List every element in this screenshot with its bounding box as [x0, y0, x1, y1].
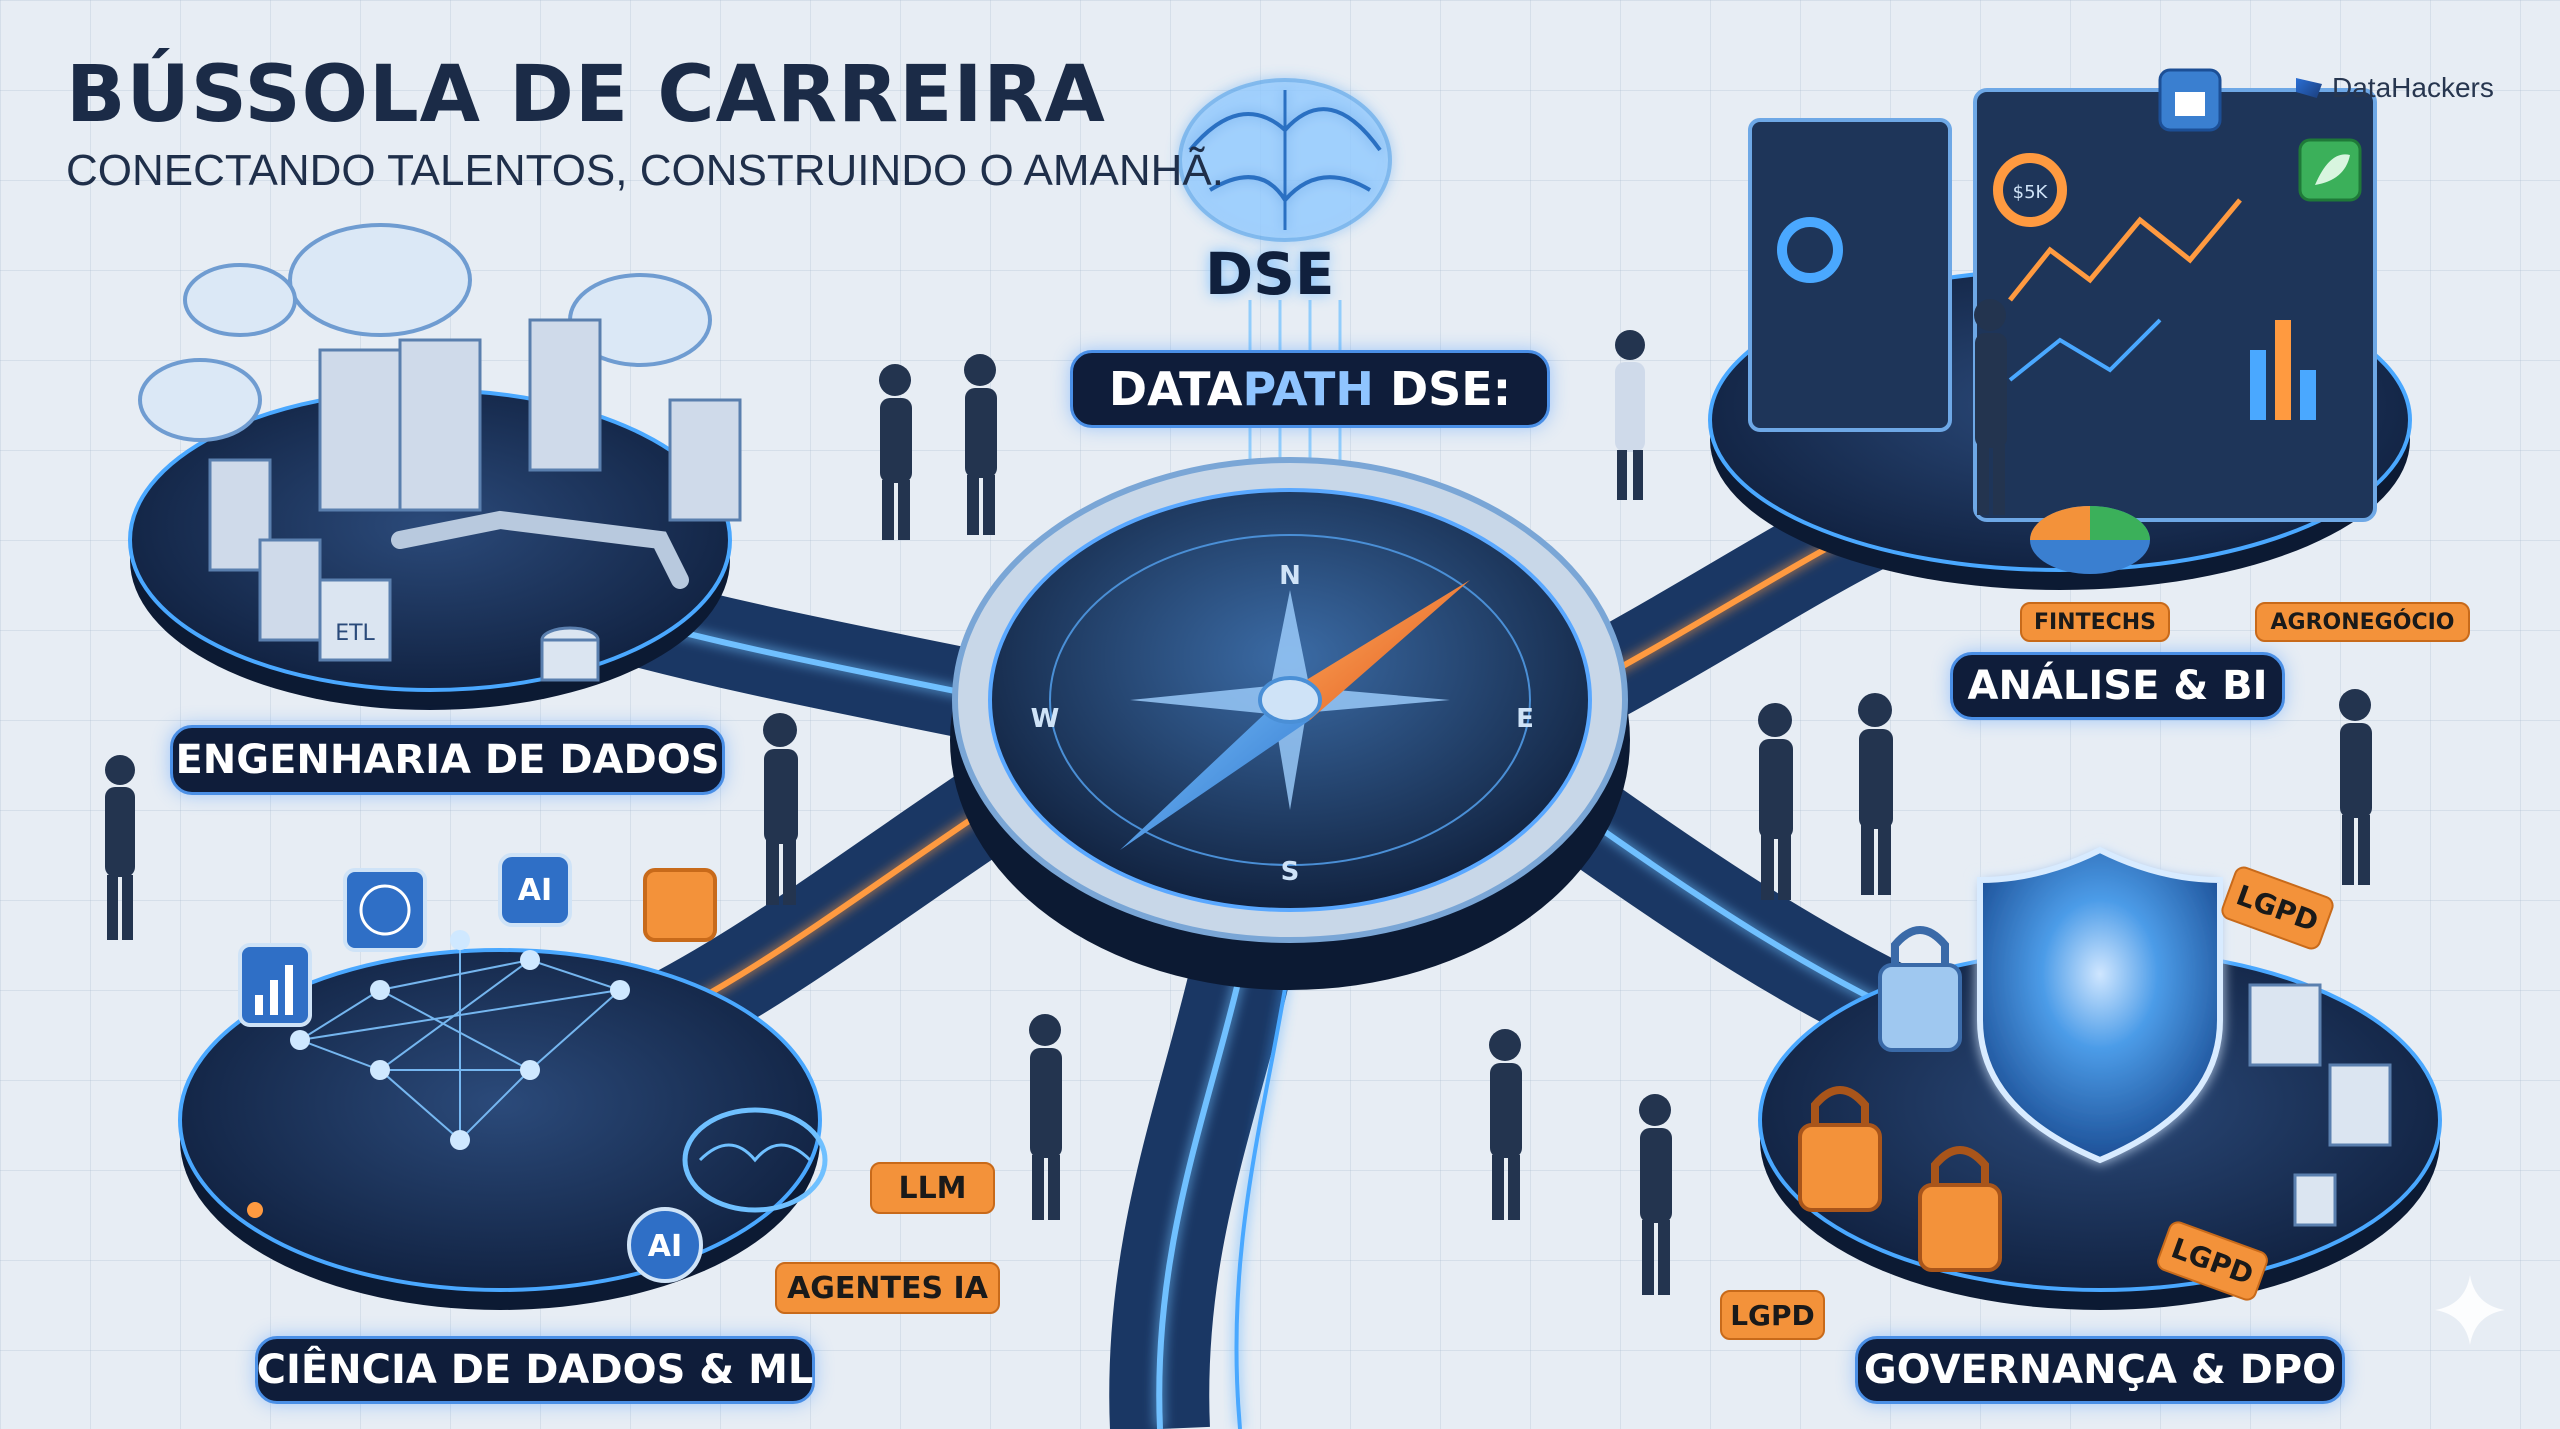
page-subtitle: CONECTANDO TALENTOS, CONSTRUINDO O AMANH…: [66, 146, 1224, 195]
ai-badge-bottom: AI: [627, 1207, 703, 1283]
compass-east: E: [1516, 704, 1534, 734]
hub-label-engineering: ENGENHARIA DE DADOS: [170, 725, 725, 795]
lock-icon: [1798, 926, 2002, 1272]
person: [964, 354, 997, 535]
datapath-accent: PATH: [1242, 362, 1374, 416]
tag-lgpd: LGPD: [1720, 1290, 1825, 1340]
screen-value: $5K: [2013, 182, 2049, 203]
dashboard-screens: $5K: [1748, 88, 2377, 522]
hub-label-governance: GOVERNANÇA & DPO: [1855, 1336, 2345, 1404]
person: [1029, 1014, 1062, 1220]
person: [1639, 1094, 1672, 1295]
person: [1758, 703, 1793, 900]
leaf-icon: [2298, 138, 2362, 202]
tag-agentes-ia: AGENTES IA: [775, 1262, 1000, 1314]
brand-name: DataHackers: [2332, 72, 2494, 103]
people-figures: [105, 299, 2372, 1295]
compass-north: N: [1279, 561, 1301, 591]
compass-south: S: [1281, 857, 1300, 887]
person: [1974, 299, 2007, 515]
person: [1489, 1029, 1522, 1220]
server-racks: ETL: [208, 318, 742, 662]
person: [1858, 693, 1893, 895]
person: [763, 713, 798, 905]
compass-icon: N S E W: [950, 457, 1630, 990]
datapath-prefix: DATA: [1108, 362, 1243, 416]
hub-label-science: CIÊNCIA DE DADOS & ML: [255, 1336, 815, 1404]
brand-logo: DataHackers: [2296, 72, 2494, 104]
ai-badge-top: AI: [498, 853, 572, 927]
dse-badge: DSE: [1205, 240, 1335, 308]
pie-chart-icon: [2030, 506, 2150, 574]
sparkle-icon: [2435, 1275, 2505, 1345]
database-stack: [2248, 983, 2392, 1227]
ai-badge-text: AI: [648, 1229, 682, 1264]
datahackers-logo-icon: [2296, 78, 2322, 98]
page-title: BÚSSOLA DE CARREIRA: [66, 50, 1106, 140]
hub-label-analytics: ANÁLISE & BI: [1950, 652, 2285, 720]
person: [2339, 689, 2372, 885]
map-icon: [643, 868, 717, 942]
person: [105, 755, 135, 940]
pipeline: [391, 510, 689, 589]
globe-icon: [343, 868, 427, 952]
person: [1615, 330, 1645, 500]
shield-icon: [1977, 846, 2223, 1164]
tag-agronegocio: AGRONEGÓCIO: [2255, 602, 2470, 642]
tag-llm: LLM: [870, 1162, 995, 1214]
cloud-icon: [138, 223, 712, 442]
brain-small-icon: [682, 1107, 828, 1213]
chart-icon: [238, 943, 312, 1027]
bank-icon: [2158, 68, 2222, 132]
etl-label: ETL: [335, 621, 375, 646]
network-nodes: [247, 930, 630, 1218]
tag-fintechs: FINTECHS: [2020, 602, 2170, 642]
header: BÚSSOLA DE CARREIRA CONECTANDO TALENTOS,…: [66, 50, 1224, 196]
ai-badge-text: AI: [518, 873, 552, 908]
database-icon: [540, 626, 600, 682]
compass-west: W: [1031, 704, 1060, 734]
brain-icon: [1178, 78, 1392, 242]
datapath-suffix: DSE:: [1373, 362, 1512, 416]
person: [879, 364, 912, 540]
